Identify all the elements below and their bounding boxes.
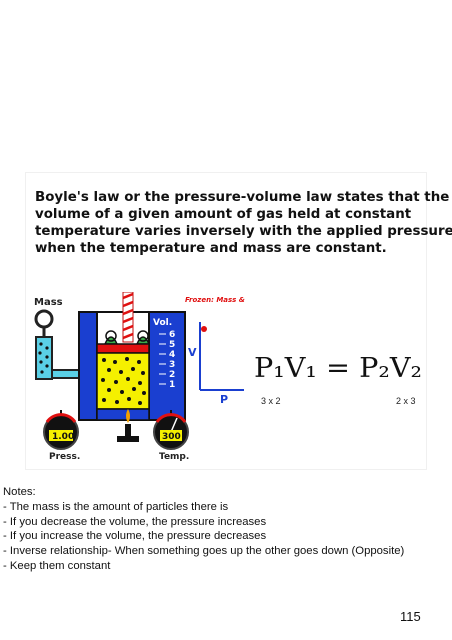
gas-particles xyxy=(101,357,146,405)
statement-line: Boyle's law or the pressure-volume law s… xyxy=(35,190,450,205)
temp-readout-bg xyxy=(160,430,182,441)
piston-rod xyxy=(122,292,134,343)
piston-rod-stripes xyxy=(122,292,134,340)
tank-left-wall xyxy=(78,311,98,421)
vol-ticks: 6 5 4 3 2 1 xyxy=(169,330,175,390)
notes-section: Notes: - The mass is the amount of parti… xyxy=(3,485,449,574)
volume-scale-panel xyxy=(148,311,186,421)
boyles-law-animation: Mass Vol. 6 5 4 3 2 1 xyxy=(34,292,246,462)
vol-tick: 4 xyxy=(169,350,175,360)
reservoir-particles xyxy=(38,342,49,374)
statement-line: when the temperature and mass are consta… xyxy=(35,241,387,256)
mass-ring xyxy=(34,309,54,329)
pressure-readout-bg xyxy=(49,430,73,441)
mass-label: Mass xyxy=(34,297,63,308)
statement-line: volume of a given amount of gas held at … xyxy=(35,207,412,222)
burner-base xyxy=(117,436,139,442)
vol-tick: 3 xyxy=(169,360,175,370)
formula-note-left: 3 x 2 xyxy=(261,396,281,406)
page-number: 115 xyxy=(400,609,421,624)
vol-tick: 5 xyxy=(169,340,175,350)
notes-item: - Inverse relationship- When something g… xyxy=(3,545,405,558)
graph-x-label: P xyxy=(220,393,228,406)
graph-y-label: V xyxy=(188,346,197,359)
slide-statement: Boyle's law or the pressure-volume law s… xyxy=(35,189,452,257)
pressure-gauge-arc xyxy=(45,413,77,423)
frozen-label: Frozen: Mass & Temp. xyxy=(185,296,246,304)
formula-text: P₁V₁ = P₂V₂ xyxy=(254,353,422,384)
slide-figure: Boyle's law or the pressure-volume law s… xyxy=(25,172,452,470)
mass-reservoir xyxy=(35,336,53,380)
weight-right-handle xyxy=(137,330,149,342)
notes-heading: Notes: xyxy=(3,486,36,498)
temp-readout: 300 xyxy=(162,432,181,442)
burner-stem xyxy=(125,424,131,436)
notes-item: - If you increase the volume, the pressu… xyxy=(3,530,267,543)
piston-plate xyxy=(96,343,150,354)
connector-pipe xyxy=(51,369,83,379)
notes-item: - If you decrease the volume, the pressu… xyxy=(3,515,267,528)
flame-icon xyxy=(126,409,130,423)
graph-point xyxy=(201,326,207,332)
temp-gauge-arc xyxy=(155,413,187,423)
notes-item: - Keep them constant xyxy=(3,559,111,572)
temp-label: Temp. xyxy=(159,452,189,462)
weight-left-handle xyxy=(105,330,117,342)
statement-line: temperature varies inversely with the ap… xyxy=(35,224,452,239)
temp-gauge-needle xyxy=(170,417,178,433)
pressure-readout: 1.00 xyxy=(52,432,74,442)
notes-item: - The mass is the amount of particles th… xyxy=(3,500,229,513)
vol-tick: 6 xyxy=(169,330,175,340)
boyles-law-formula: P₁V₁ = P₂V₂ xyxy=(254,353,422,384)
vol-tick-marks xyxy=(159,333,166,385)
pressure-label: Press. xyxy=(49,452,80,462)
vol-tick: 2 xyxy=(169,370,175,380)
formula-note-right: 2 x 3 xyxy=(396,396,416,406)
tank-base xyxy=(96,408,150,421)
vol-tick: 1 xyxy=(169,380,175,390)
vol-label: Vol. xyxy=(153,318,172,328)
